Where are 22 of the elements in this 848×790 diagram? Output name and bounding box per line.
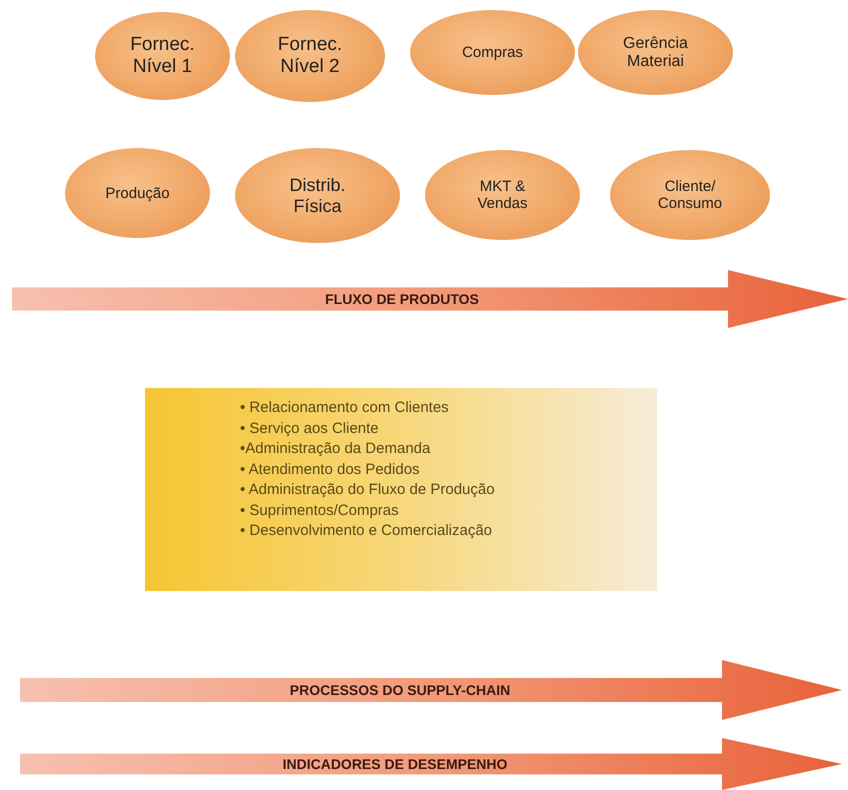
text-panel <box>145 388 657 591</box>
arrow-band <box>20 738 842 790</box>
band-label: PROCESSOS DO SUPPLY-CHAIN <box>290 682 510 698</box>
band-label: INDICADORES DE DESEMPENHO <box>282 756 508 772</box>
list-item: • Administração do Fluxo de Produção <box>240 480 495 500</box>
list-item: • Suprimentos/Compras <box>240 500 399 520</box>
arrow-band <box>20 660 842 720</box>
process-ellipse: Fornec. Nível 2 <box>235 10 385 102</box>
band-label: FLUXO DE PRODUTOS <box>325 291 479 307</box>
process-ellipse: Compras <box>410 10 575 95</box>
list-item: • Relacionamento com Clientes <box>240 398 449 418</box>
process-ellipse: Cliente/ Consumo <box>610 150 770 240</box>
process-ellipse: MKT & Vendas <box>425 150 580 240</box>
process-ellipse: Distrib. Física <box>235 148 400 243</box>
arrow-band <box>12 270 848 328</box>
list-item: • Atendimento dos Pedidos <box>240 460 420 480</box>
list-item: • Desenvolvimento e Comercialização <box>240 521 492 541</box>
list-item: • Serviço aos Cliente <box>240 418 379 438</box>
process-ellipse: Fornec. Nível 1 <box>95 12 230 100</box>
list-item: •Administração da Demanda <box>240 439 430 459</box>
process-ellipse: Gerência Materiai <box>578 10 733 95</box>
process-ellipse: Produção <box>65 148 210 238</box>
